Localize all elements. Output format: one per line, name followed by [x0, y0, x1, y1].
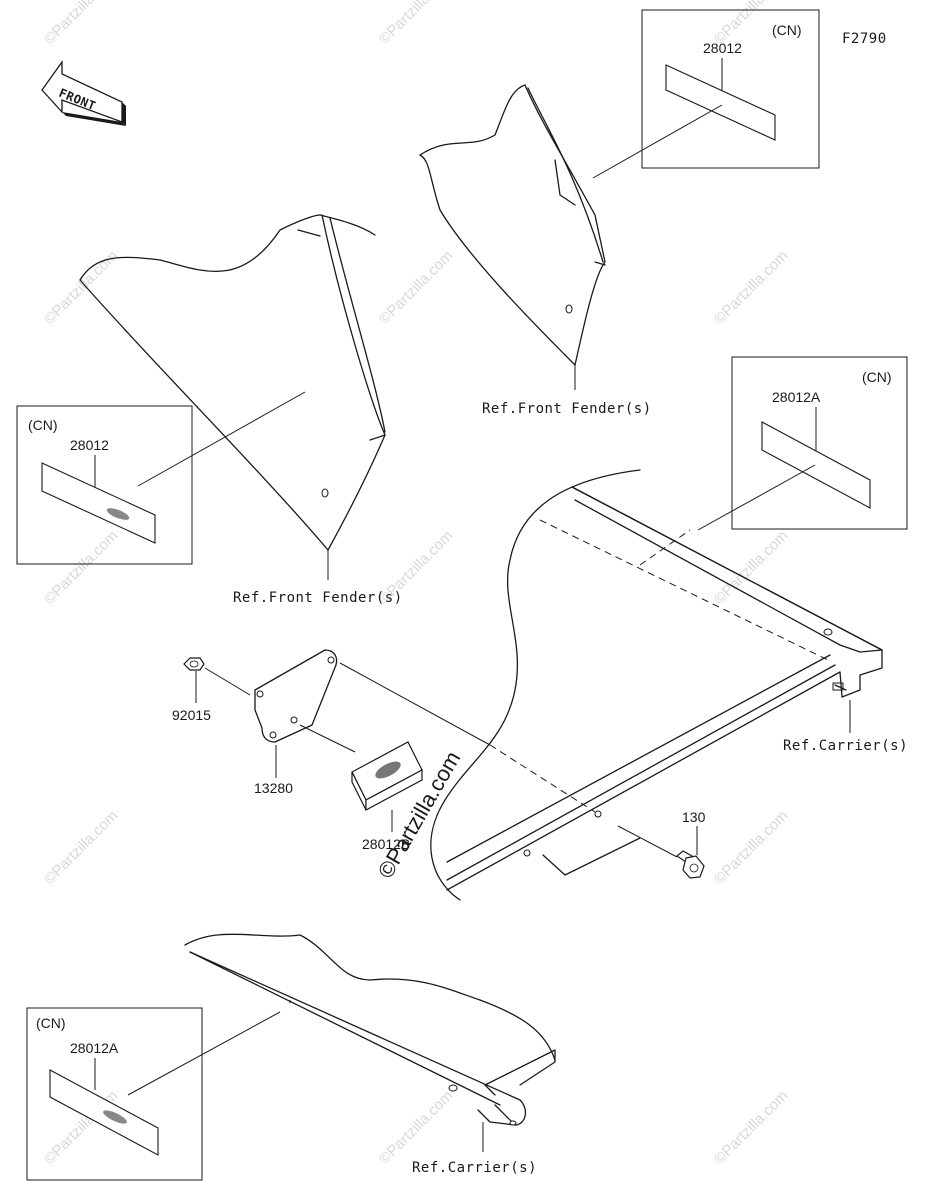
part-number-130: 130 — [682, 809, 706, 825]
watermark: ©Partzilla.com — [711, 247, 792, 328]
front-fender-upper — [419, 84, 606, 390]
ref-front-fender-upper: Ref.Front Fender(s) — [482, 401, 652, 417]
bracket-13280 — [254, 649, 338, 743]
front-arrow-icon: FRONT — [41, 59, 126, 126]
watermark: ©Partzilla.com — [711, 1087, 792, 1168]
decal-28012 — [665, 64, 776, 141]
part-number-28012A: 28012A — [772, 389, 821, 405]
watermark: ©Partzilla.com — [376, 0, 457, 48]
nut-92015 — [183, 657, 205, 671]
watermark: ©Partzilla.com — [376, 1087, 457, 1168]
decal-28012B — [351, 741, 423, 812]
leader-line — [137, 391, 306, 487]
decal-28012 — [41, 462, 156, 544]
cn-tag: (CN) — [28, 417, 58, 433]
watermark: ©Partzilla.com — [711, 807, 792, 888]
front-fender-left — [79, 214, 386, 580]
leader-line — [592, 104, 723, 179]
watermark: ©Partzilla.com — [376, 247, 457, 328]
cn-tag: (CN) — [36, 1015, 66, 1031]
bolt-130 — [617, 825, 705, 879]
callout-box-28012A-right — [731, 356, 908, 530]
decal-28012A — [761, 421, 871, 509]
watermark: ©Partzilla.com — [41, 807, 122, 888]
carrier-main — [430, 469, 883, 901]
decal-print — [103, 1110, 127, 1124]
carrier-lower — [184, 933, 556, 1152]
watermark: ©Partzilla.com — [41, 0, 122, 48]
callout-box-28012-left — [16, 405, 193, 565]
cn-tag: (CN) — [772, 22, 802, 38]
part-number-92015: 92015 — [172, 707, 211, 723]
cn-tag: (CN) — [862, 369, 892, 385]
decal-print — [106, 508, 130, 520]
leader-line — [127, 1011, 281, 1096]
callout-box-28012-top — [641, 9, 820, 169]
ref-carrier-main: Ref.Carrier(s) — [783, 738, 908, 754]
watermark: ©Partzilla.com — [41, 527, 122, 608]
watermark-layer: ©Partzilla.com ©Partzilla.com ©Partzilla… — [41, 0, 792, 1168]
diagram-code: F2790 — [842, 31, 887, 47]
part-number-28012B: 28012B — [362, 836, 410, 852]
leader-line — [697, 464, 816, 531]
part-number-28012: 28012 — [703, 40, 742, 56]
part-number-28012A: 28012A — [70, 1040, 119, 1056]
part-number-28012: 28012 — [70, 437, 109, 453]
callout-box-28012A-bottom — [26, 1007, 203, 1181]
part-number-13280: 13280 — [254, 780, 293, 796]
ref-front-fender-left: Ref.Front Fender(s) — [233, 590, 403, 606]
ref-carrier-lower: Ref.Carrier(s) — [412, 1160, 537, 1176]
